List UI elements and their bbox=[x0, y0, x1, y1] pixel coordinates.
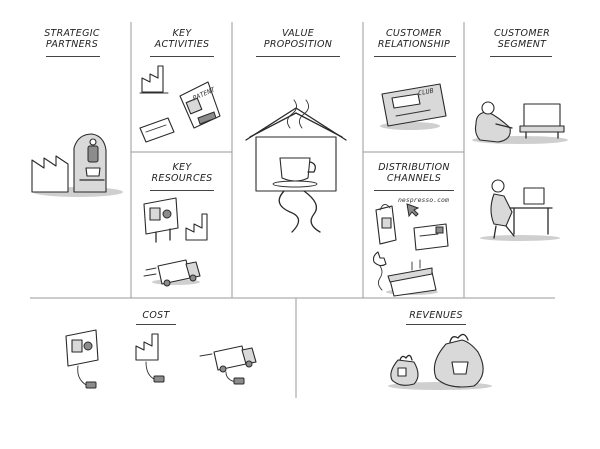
money-bag-icon bbox=[388, 333, 492, 390]
label-underline bbox=[374, 56, 456, 57]
label-underline bbox=[150, 56, 214, 57]
mail-envelope-icon bbox=[413, 223, 449, 251]
store-bag-icon bbox=[375, 204, 397, 245]
club-card-icon bbox=[139, 117, 175, 143]
label-underline bbox=[374, 190, 454, 191]
delivery-truck-icon-cost bbox=[199, 345, 257, 385]
label-line: RELATIONSHIP bbox=[377, 39, 451, 50]
label-line: VALUE bbox=[281, 28, 315, 39]
label-line: RESOURCES bbox=[151, 173, 213, 184]
label-line: KEY bbox=[172, 28, 192, 39]
label-line: CHANNELS bbox=[386, 173, 442, 184]
label-line: CUSTOMER bbox=[493, 28, 551, 39]
label-underline bbox=[150, 190, 214, 191]
factory-icon-resources bbox=[185, 213, 208, 241]
factory-icon-cost bbox=[135, 333, 165, 383]
house-coffee-cup-icon bbox=[245, 99, 347, 233]
factory-icon bbox=[139, 65, 169, 94]
club-card-icon-relationship bbox=[380, 83, 447, 130]
website-text: nespresso.com bbox=[398, 196, 449, 204]
label-customer-relationship: CUSTOMER RELATIONSHIP bbox=[368, 28, 460, 50]
desk-computer-person-icon bbox=[480, 179, 560, 241]
label-line: DISTRIBUTION bbox=[378, 162, 450, 173]
label-line: SEGMENT bbox=[497, 39, 547, 50]
label-underline bbox=[490, 56, 552, 57]
delivery-truck-icon bbox=[143, 259, 201, 287]
label-cost: COST bbox=[128, 310, 184, 321]
cursor-arrow-icon bbox=[406, 203, 420, 218]
coffee-machine-factory-icon bbox=[31, 133, 123, 197]
label-line: CUSTOMER bbox=[385, 28, 443, 39]
billboard-icon-cost bbox=[65, 329, 99, 389]
canvas-grid bbox=[30, 22, 555, 398]
label-line: REVENUES bbox=[409, 310, 463, 321]
label-strategic-partners: STRATEGIC PARTNERS bbox=[36, 28, 108, 50]
label-underline bbox=[256, 56, 340, 57]
label-line: STRATEGIC bbox=[44, 28, 100, 39]
label-value-proposition: VALUE PROPOSITION bbox=[252, 28, 344, 50]
label-key-resources: KEY RESOURCES bbox=[140, 162, 224, 184]
patent-document-icon bbox=[179, 81, 221, 129]
label-underline bbox=[406, 324, 466, 325]
label-key-activities: KEY ACTIVITIES bbox=[140, 28, 224, 50]
label-customer-segment: CUSTOMER SEGMENT bbox=[480, 28, 564, 50]
label-line: COST bbox=[142, 310, 170, 321]
label-line: PARTNERS bbox=[45, 39, 99, 50]
label-underline bbox=[136, 324, 176, 325]
tv-couch-person-icon bbox=[472, 101, 568, 144]
label-underline bbox=[46, 56, 100, 57]
phone-icon bbox=[372, 251, 387, 291]
label-distribution-channels: DISTRIBUTION CHANNELS bbox=[366, 162, 462, 184]
billboard-icon bbox=[143, 197, 179, 243]
label-line: PROPOSITION bbox=[263, 39, 333, 50]
label-line: ACTIVITIES bbox=[154, 39, 210, 50]
label-line: KEY bbox=[172, 162, 192, 173]
label-revenues: REVENUES bbox=[402, 310, 470, 321]
store-icon bbox=[386, 259, 438, 297]
